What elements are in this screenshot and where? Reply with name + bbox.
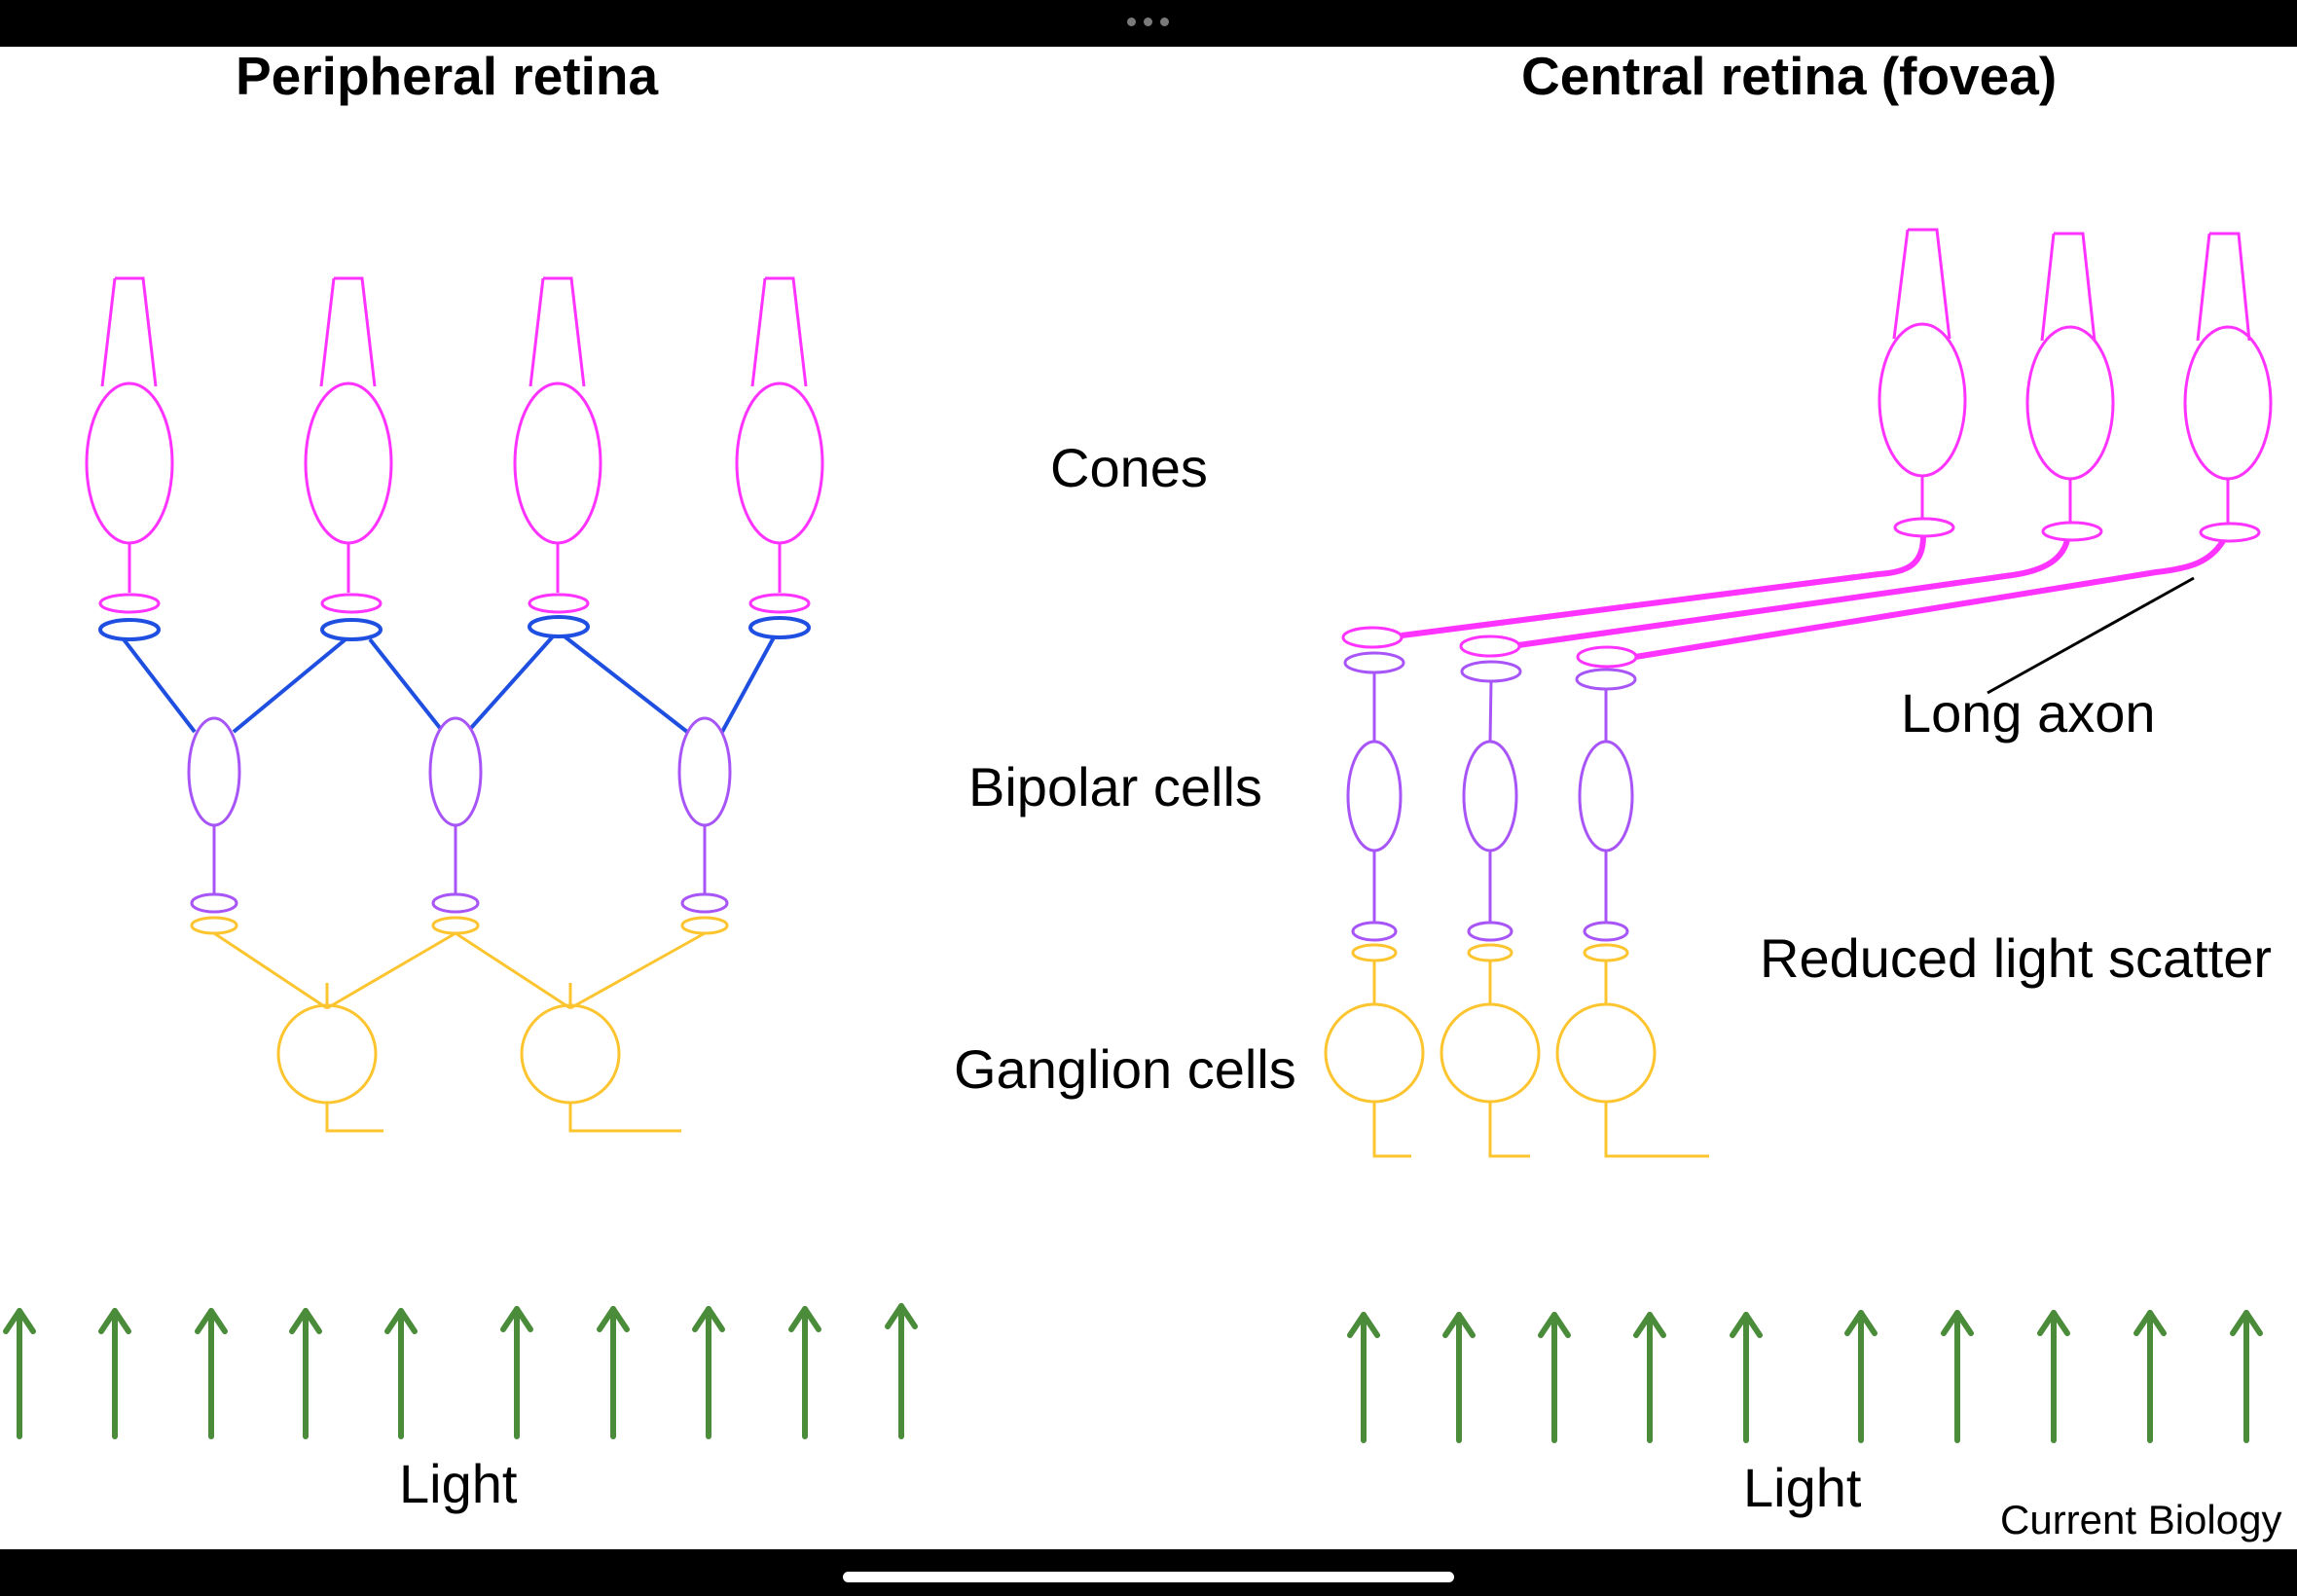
light-arrow-icon xyxy=(500,1306,533,1439)
light-arrow-icon xyxy=(289,1308,322,1439)
fovea-cones xyxy=(1878,228,2273,543)
fovea-long-axons xyxy=(1401,535,2226,660)
title-central-retina: Central retina (fovea) xyxy=(1521,46,2058,106)
light-arrows-left xyxy=(3,1303,918,1439)
label-light-right: Light xyxy=(1743,1457,1862,1518)
fovea-cone xyxy=(2183,232,2273,543)
fovea-ganglion-cells xyxy=(1324,943,1709,1158)
light-arrow-icon xyxy=(885,1303,918,1439)
peripheral-cone xyxy=(513,276,602,614)
light-arrow-icon xyxy=(1844,1310,1878,1443)
light-arrow-icon xyxy=(2133,1310,2167,1443)
title-peripheral-retina: Peripheral retina xyxy=(236,46,659,106)
light-arrow-icon xyxy=(195,1308,228,1439)
light-arrow-icon xyxy=(2037,1310,2070,1443)
credit-current-biology: Current Biology xyxy=(2000,1497,2282,1542)
fovea-cone xyxy=(1878,228,1967,538)
light-arrow-icon xyxy=(384,1308,418,1439)
peripheral-cone-terminals xyxy=(98,615,811,734)
label-long-axon: Long axon xyxy=(1901,682,2156,744)
label-reduced-light-scatter: Reduced light scatter xyxy=(1760,927,2273,989)
light-arrow-icon xyxy=(1633,1312,1666,1443)
more-dots-icon[interactable] xyxy=(1125,16,1172,29)
light-arrow-icon xyxy=(1730,1312,1763,1443)
light-arrow-icon xyxy=(692,1306,725,1439)
fovea-bipolar-cells xyxy=(1343,651,1637,942)
home-indicator[interactable] xyxy=(843,1572,1454,1582)
retina-diagram xyxy=(3,228,2273,1443)
light-arrow-icon xyxy=(3,1308,36,1439)
light-arrow-icon xyxy=(1538,1312,1571,1443)
peripheral-cones xyxy=(85,276,824,614)
fovea-axon-terminals xyxy=(1341,626,1638,669)
peripheral-cone xyxy=(85,276,174,614)
fovea-cone xyxy=(2025,232,2115,542)
long-axon-pointer xyxy=(1987,576,2195,695)
label-bipolar-cells: Bipolar cells xyxy=(968,756,1262,817)
label-ganglion-cells: Ganglion cells xyxy=(954,1038,1296,1100)
top-status-bar xyxy=(0,0,2297,47)
light-arrow-icon xyxy=(1347,1312,1380,1443)
label-light-left: Light xyxy=(399,1453,518,1514)
light-arrow-icon xyxy=(1442,1312,1476,1443)
peripheral-ganglion-cells xyxy=(190,916,729,1133)
peripheral-cone xyxy=(735,276,824,614)
light-arrow-icon xyxy=(597,1306,630,1439)
light-arrow-icon xyxy=(788,1306,821,1439)
peripheral-bipolar-cells xyxy=(187,716,732,914)
light-arrow-icon xyxy=(98,1308,131,1439)
light-arrow-icon xyxy=(1941,1310,1974,1443)
peripheral-cone xyxy=(304,276,393,614)
label-cones: Cones xyxy=(1050,437,1208,498)
light-arrow-icon xyxy=(2230,1310,2263,1443)
light-arrows-right xyxy=(1347,1310,2263,1443)
